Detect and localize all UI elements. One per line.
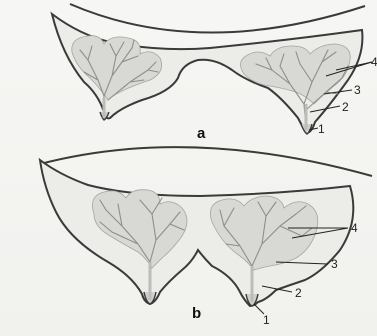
body-contour-b bbox=[40, 147, 372, 176]
callout-4-b: 4 bbox=[351, 221, 358, 235]
callout-1-a: 1 bbox=[318, 122, 325, 136]
callout-3-a: 3 bbox=[354, 83, 361, 97]
body-contour-a bbox=[70, 4, 365, 33]
panel-label-a: a bbox=[197, 125, 206, 142]
callout-3-b: 3 bbox=[331, 257, 338, 271]
panel-a: 1 2 3 4 a bbox=[52, 4, 377, 142]
callout-4-a: 4 bbox=[371, 55, 377, 69]
callout-1-b: 1 bbox=[263, 313, 270, 327]
panel-label-b: b bbox=[192, 305, 201, 322]
callout-2-a: 2 bbox=[342, 100, 349, 114]
panel-b: 1 2 3 4 b bbox=[40, 147, 372, 327]
callout-2-b: 2 bbox=[295, 286, 302, 300]
